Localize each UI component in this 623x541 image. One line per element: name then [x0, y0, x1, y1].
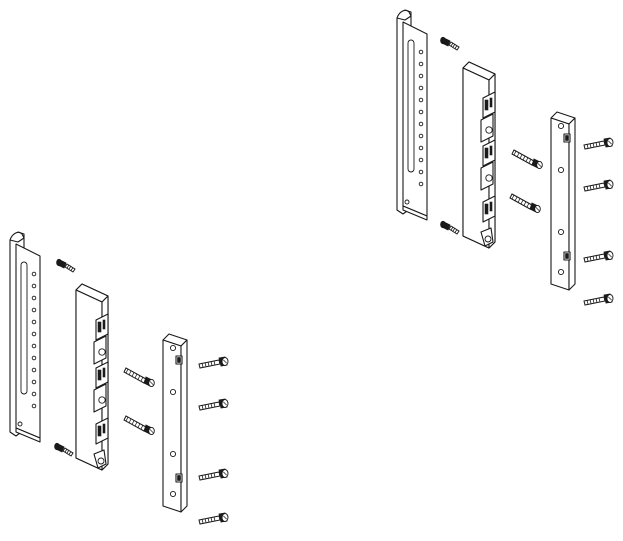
mounting-bracket: [9, 231, 41, 443]
rail-screw: [583, 293, 614, 306]
bracket-screw: [56, 258, 76, 273]
spacer-block: [462, 61, 496, 249]
bracket-screw: [440, 36, 460, 51]
assembly-left: [9, 231, 229, 525]
rail-screw: [198, 512, 229, 525]
rail-screw: [198, 398, 229, 411]
long-screw: [123, 415, 155, 436]
rail-screw: [198, 468, 229, 481]
long-screw: [509, 193, 541, 214]
mounting-rail: [550, 111, 576, 291]
rail-screw: [198, 356, 229, 369]
assembly-right: [396, 9, 614, 306]
bracket-screw: [54, 442, 74, 457]
long-screw: [511, 149, 543, 170]
rail-screw: [583, 137, 614, 150]
rail-screw: [583, 250, 614, 263]
bracket-screw: [440, 220, 460, 235]
rail-screw: [583, 179, 614, 192]
spacer-block: [75, 283, 109, 471]
mounting-rail: [162, 333, 188, 513]
long-screw: [123, 367, 155, 388]
mounting-bracket: [396, 9, 428, 221]
